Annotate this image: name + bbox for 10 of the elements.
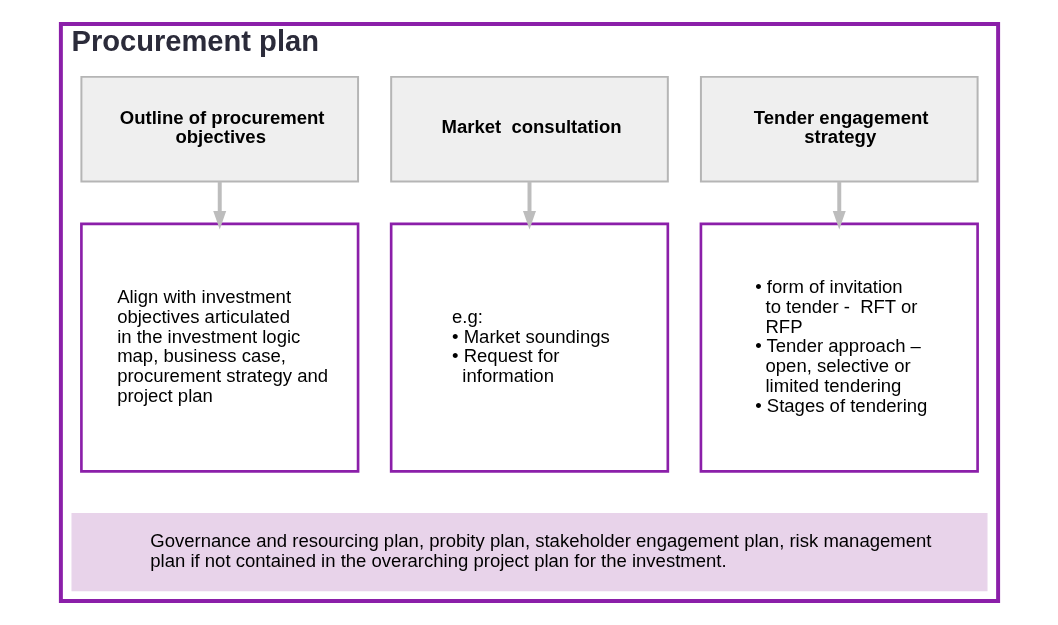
arrow <box>522 181 536 230</box>
node-box: Tender engagement strategy <box>699 75 979 183</box>
node-box: Governance and resourcing plan, probity plan, stakeholder engagement plan, risk management plan if not contained in the overarching project plan for the investment. <box>71 513 987 592</box>
arrow <box>832 181 846 230</box>
node-box: Align with investment objectives articulated in the investment logic map, business case, procurement strategy and project plan <box>79 222 359 473</box>
node-box: Market consultation <box>389 75 669 183</box>
arrow <box>212 181 226 230</box>
node-box: Outline of procurement objectives <box>79 75 359 183</box>
node-box: • form of invitation to tender - RFT or RFP • Tender approach – open, selective or limited tendering • Stages of tendering <box>699 222 979 473</box>
node-box: e.g: • Market soundings • Request for information <box>389 222 669 473</box>
